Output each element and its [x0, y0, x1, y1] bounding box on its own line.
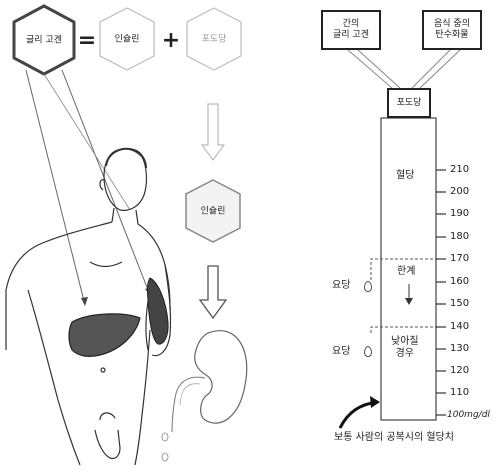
insulin-label-top: 인슐린 — [115, 35, 140, 46]
pointer-line-muscle-b — [44, 74, 130, 210]
tick-label-100: 100mg/dl — [447, 409, 490, 421]
glycogen-label: 글리 고겐 — [26, 36, 62, 47]
arrow-line-left — [348, 50, 392, 88]
blood-sugar-label: 혈당 — [396, 170, 414, 182]
tick-label-180: 180 — [450, 231, 469, 243]
liver-organ — [69, 314, 140, 356]
arrow-line-right — [412, 50, 450, 88]
tick-label-160: 160 — [450, 276, 469, 288]
plus-sign: + — [162, 30, 180, 52]
limit-label: 한계 — [397, 266, 415, 278]
kidney-shape — [195, 331, 247, 423]
down-arrow-2 — [200, 266, 226, 318]
liver-glycogen-box: 간의 글리 고겐 — [321, 10, 381, 50]
scale-ticks — [436, 170, 446, 415]
urine-sugar-label-2: 요당 — [332, 346, 350, 358]
tick-label-120: 120 — [450, 365, 469, 377]
ureter-line-2 — [180, 384, 200, 405]
tick-label-170: 170 — [450, 253, 469, 265]
arrow-line-left-2 — [358, 50, 400, 88]
curved-arrowhead — [370, 396, 380, 408]
drop-2 — [162, 453, 168, 461]
urine-sugar-label-1: 요당 — [332, 280, 350, 292]
down-arrow-1 — [202, 104, 224, 160]
tick-label-150: 150 — [450, 298, 469, 310]
arrowhead-liver — [81, 297, 88, 306]
insulin-label-middle: 인슐린 — [201, 207, 226, 218]
glucose-label-top: 포도당 — [202, 35, 227, 46]
fasting-blood-sugar-caption: 보통 사람의 공복시의 혈당치 — [334, 432, 454, 444]
drop-1 — [162, 433, 168, 441]
equals-sign: = — [78, 30, 96, 52]
tick-label-210: 210 — [450, 164, 469, 176]
food-carbohydrate-box: 음식 중의 탄수화물 — [422, 10, 482, 50]
tick-label-130: 130 — [450, 343, 469, 355]
glucose-box: 포도당 — [387, 88, 431, 118]
pointer-line-muscle-a — [62, 70, 150, 295]
human-figure — [6, 149, 171, 465]
arrow-line-right-2 — [420, 50, 460, 88]
tick-label-140: 140 — [450, 321, 469, 333]
tick-label-200: 200 — [450, 186, 469, 198]
tick-label-190: 190 — [450, 208, 469, 220]
urine-drop-2 — [364, 346, 372, 357]
urine-drop-1 — [364, 281, 372, 292]
arm-muscle — [147, 278, 168, 344]
tick-label-110: 110 — [450, 387, 469, 399]
low-case-label: 낮아질 경우 — [391, 336, 419, 360]
